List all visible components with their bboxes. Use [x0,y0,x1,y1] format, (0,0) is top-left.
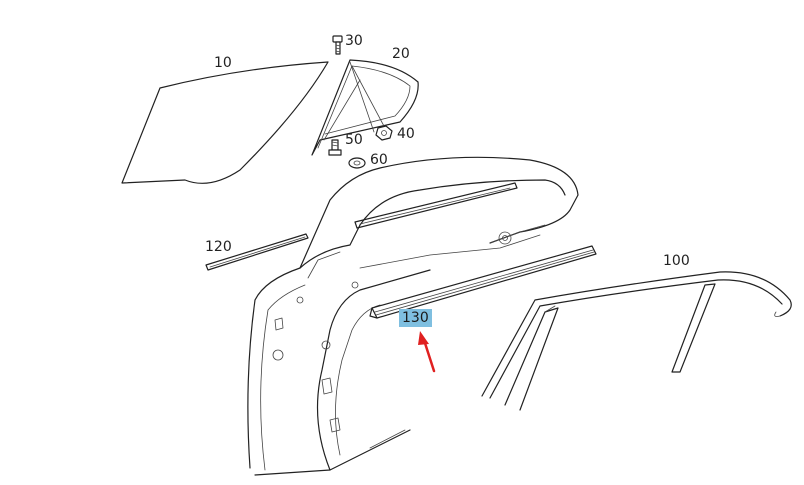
label-part-10[interactable]: 10 [214,55,232,71]
part-20-quarter-glass[interactable] [311,59,419,156]
part-120-belt-strip[interactable] [205,233,309,271]
part-60-washer[interactable] [348,157,366,169]
part-130-channel-strip[interactable] [369,245,597,319]
label-part-60[interactable]: 60 [370,152,388,168]
door-shell [247,156,579,476]
label-part-100[interactable]: 100 [663,253,690,269]
part-50-bolt[interactable] [328,139,342,156]
part-10-window-glass[interactable] [121,61,329,184]
label-part-30[interactable]: 30 [345,33,363,49]
label-part-130-highlighted[interactable]: 130 [399,309,432,327]
inner-belt-strip [354,182,518,229]
label-part-20[interactable]: 20 [392,46,410,62]
part-30-screw[interactable] [332,35,343,55]
part-40-nut[interactable] [375,125,393,141]
label-part-40[interactable]: 40 [397,126,415,142]
part-100-frame-molding[interactable] [481,271,792,411]
label-part-120[interactable]: 120 [205,239,232,255]
red-pointer-arrow [418,331,436,373]
label-part-50[interactable]: 50 [345,132,363,148]
